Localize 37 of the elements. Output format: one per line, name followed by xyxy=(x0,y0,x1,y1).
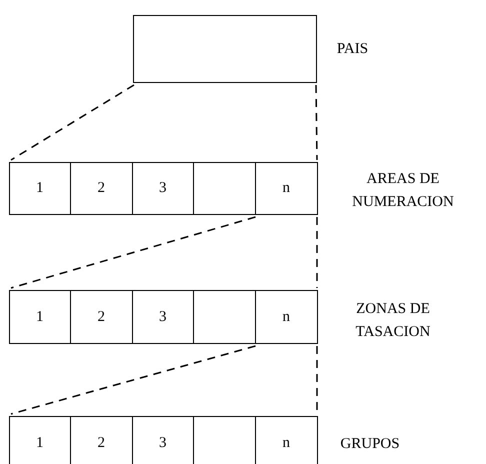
cell-number: 2 xyxy=(98,310,105,324)
cell-box xyxy=(192,290,256,344)
cell-box xyxy=(8,290,71,344)
dashed-line xyxy=(10,84,134,161)
cell-box xyxy=(254,290,318,344)
level-row xyxy=(10,162,318,215)
dashed-line xyxy=(10,345,256,415)
cell-number: 1 xyxy=(36,436,44,450)
cell-number: n xyxy=(282,181,290,196)
cell-number: 3 xyxy=(159,310,166,324)
cell-number: 2 xyxy=(98,181,105,196)
cell-number: n xyxy=(282,310,290,324)
cell-box xyxy=(8,416,71,464)
level-label: PAIS xyxy=(336,40,370,59)
cell-number: 3 xyxy=(159,436,166,450)
dashed-line xyxy=(10,216,256,289)
cell-number: n xyxy=(282,436,290,450)
level-label: ZONAS DE TASACION xyxy=(354,300,432,342)
cell-number: 1 xyxy=(36,310,44,324)
dashed-line xyxy=(316,217,318,288)
cell-box xyxy=(132,162,194,215)
cell-box xyxy=(70,162,133,215)
level-label: GRUPOS xyxy=(339,435,401,454)
level-row xyxy=(10,416,318,464)
cell-number: 3 xyxy=(159,181,166,196)
cell-box xyxy=(254,162,318,215)
level-row xyxy=(10,290,318,344)
cell-number: 1 xyxy=(36,181,44,196)
cell-box xyxy=(8,162,71,215)
cell-number: 2 xyxy=(98,436,105,450)
cell-box xyxy=(254,416,318,464)
cell-box xyxy=(132,290,194,344)
level-label: AREAS DE NUMERACION xyxy=(351,170,455,212)
cell-box xyxy=(192,162,256,215)
level-box xyxy=(133,15,317,83)
dashed-line xyxy=(315,84,318,160)
cell-box xyxy=(70,290,133,344)
